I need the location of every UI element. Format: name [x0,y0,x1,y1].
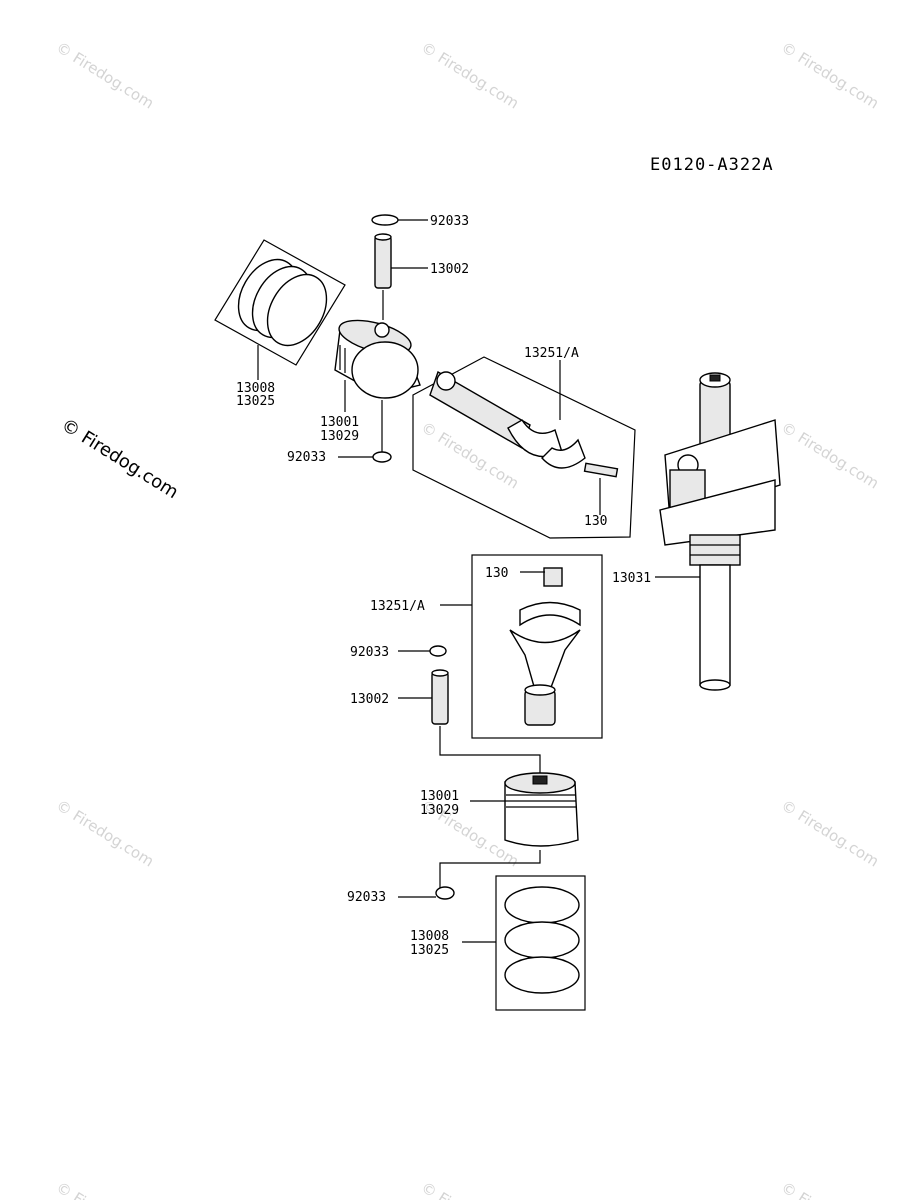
label-top-circlip-lower: 92033 [287,450,326,465]
watermark-11: © Firedog.com [778,1178,882,1200]
top-piston-pin [374,233,428,320]
label-top-rings-b: 13025 [236,394,275,409]
label-bottom-piston-b: 13029 [420,803,459,818]
label-top-circlip: 92033 [430,214,469,229]
top-connecting-rod-set [412,356,636,539]
top-ring-set [214,239,346,380]
label-top-pin: 13002 [430,262,469,277]
watermark-8: © Firedog.com [778,796,882,870]
label-bottom-circlip-lower: 92033 [347,890,386,905]
watermark-3: © Firedog.com [778,38,882,112]
label-bottom-rings-b: 13025 [410,943,449,958]
label-bottom-rings-a: 13008 [410,929,449,944]
label-bottom-piston-a: 13001 [420,789,459,804]
label-top-rod: 13251/A [524,346,579,361]
watermark-5: © Firedog.com [778,418,882,492]
diagram-code: E0120-A322A [650,155,774,175]
watermark-large: © Firedog.com [57,414,182,503]
watermarks: © Firedog.com © Firedog.com © Firedog.co… [53,38,882,1200]
bottom-piston-pin [398,669,541,775]
label-bottom-circlip: 92033 [350,645,389,660]
label-crankshaft: 13031 [612,571,651,586]
top-piston [334,319,421,412]
watermark-1: © Firedog.com [53,38,157,112]
top-circlip [371,214,428,226]
label-top-bolt: 130 [584,514,607,529]
bottom-circlip [398,645,447,657]
label-top-rings-a: 13008 [236,381,275,396]
bottom-ring-set [462,875,586,1011]
watermark-9: © Firedog.com [53,1178,157,1200]
top-circlip-lower [338,400,392,463]
label-bottom-bolt: 130 [485,566,508,581]
watermark-10: © Firedog.com [418,1178,522,1200]
label-top-piston-b: 13029 [320,429,359,444]
watermark-6: © Firedog.com [53,796,157,870]
crankshaft [655,372,781,691]
label-bottom-rod: 13251/A [370,599,425,614]
bottom-connecting-rod-set [440,554,603,739]
label-bottom-pin: 13002 [350,692,389,707]
watermark-2: © Firedog.com [418,38,522,112]
bottom-circlip-lower [398,886,455,900]
bottom-piston [439,772,579,888]
label-top-piston-a: 13001 [320,415,359,430]
